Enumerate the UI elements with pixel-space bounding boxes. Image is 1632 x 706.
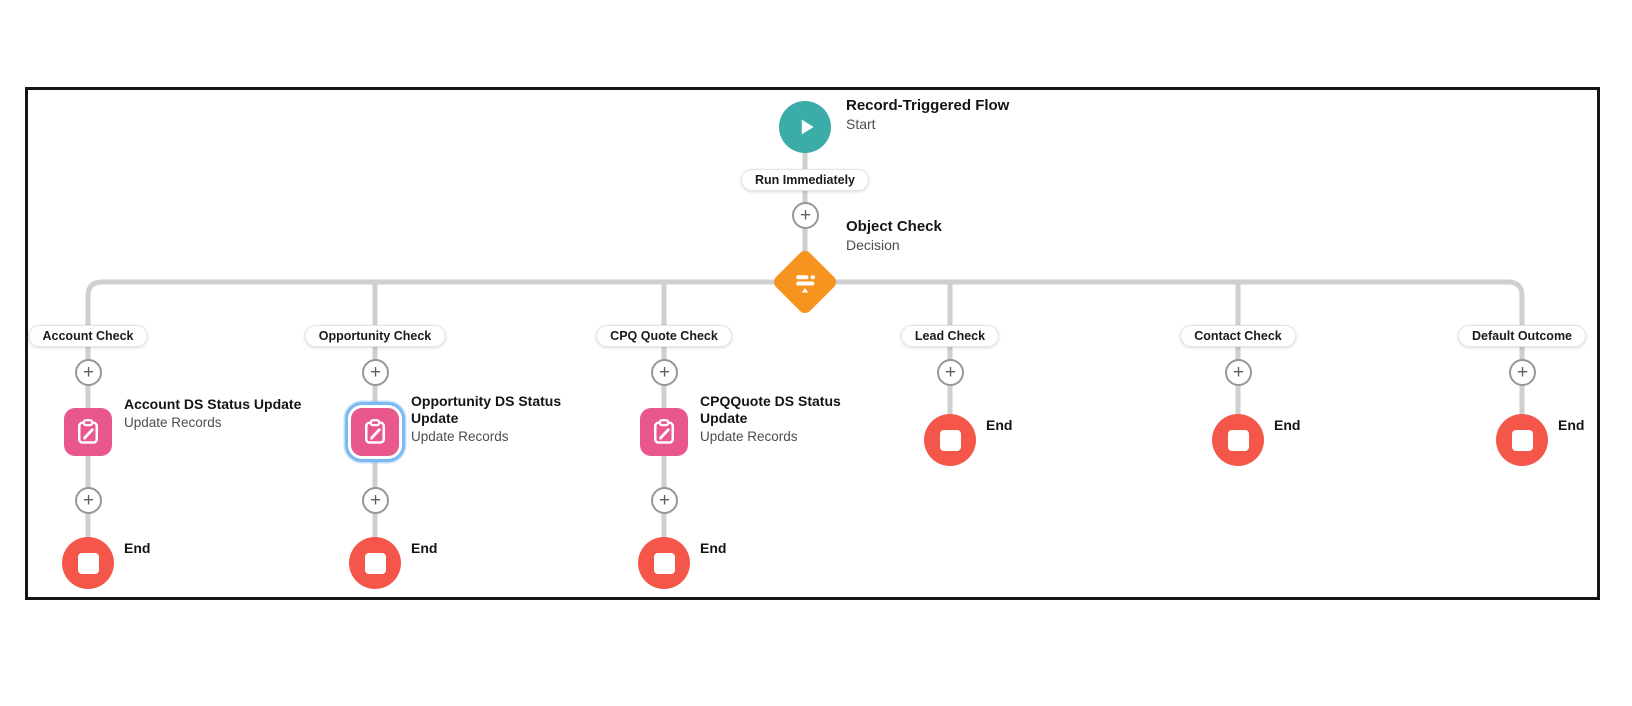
decision-node[interactable] [771, 248, 839, 316]
update-records-node-cpqquote[interactable] [640, 408, 688, 456]
add-element-button[interactable]: + [1509, 359, 1536, 386]
update-records-icon [360, 417, 390, 447]
stop-icon [653, 552, 675, 574]
decision-icon [785, 262, 825, 302]
end-label: End [986, 417, 1013, 433]
update-records-icon [649, 417, 679, 447]
trigger-pill[interactable]: Run Immediately [740, 169, 870, 191]
node-title: Opportunity DS Status Update [411, 393, 562, 426]
outcome-pill-opportunity-check: Opportunity Check [304, 325, 446, 347]
end-label: End [700, 540, 727, 556]
node-label-account: Account DS Status Update Update Records [124, 396, 301, 431]
start-label: Record-Triggered Flow Start [846, 97, 1009, 133]
add-element-button[interactable]: + [75, 359, 102, 386]
stop-icon [77, 552, 99, 574]
node-subtitle: Update Records [411, 429, 509, 444]
add-element-button[interactable]: + [651, 487, 678, 514]
add-element-button[interactable]: + [362, 359, 389, 386]
stop-icon [939, 429, 961, 451]
node-subtitle: Update Records [124, 415, 222, 430]
end-node[interactable] [638, 537, 690, 589]
outcome-pill-contact-check: Contact Check [1180, 325, 1296, 347]
play-icon [792, 114, 818, 140]
outcome-pill-lead-check: Lead Check [900, 325, 1000, 347]
decision-subtitle: Decision [846, 237, 900, 253]
end-node[interactable] [924, 414, 976, 466]
start-node[interactable] [779, 101, 831, 153]
start-subtitle: Start [846, 116, 876, 132]
end-node[interactable] [1212, 414, 1264, 466]
end-label: End [1558, 417, 1585, 433]
end-node[interactable] [349, 537, 401, 589]
node-label-opportunity: Opportunity DS Status Update Update Reco… [411, 393, 597, 445]
node-title: CPQQuote DS Status Update [700, 393, 841, 426]
node-label-cpqquote: CPQQuote DS Status Update Update Records [700, 393, 886, 445]
end-node[interactable] [1496, 414, 1548, 466]
decision-title: Object Check [846, 218, 942, 235]
node-title: Account DS Status Update [124, 396, 302, 412]
update-records-icon [73, 417, 103, 447]
add-element-button[interactable]: + [792, 202, 819, 229]
end-label: End [124, 540, 151, 556]
start-title: Record-Triggered Flow [846, 97, 1010, 114]
node-subtitle: Update Records [700, 429, 798, 444]
outcome-pill-cpq-quote-check: CPQ Quote Check [596, 325, 732, 347]
add-element-button[interactable]: + [651, 359, 678, 386]
decision-label: Object Check Decision [846, 218, 942, 254]
end-label: End [411, 540, 438, 556]
outcome-pill-default-outcome: Default Outcome [1457, 325, 1587, 347]
add-element-button[interactable]: + [362, 487, 389, 514]
add-element-button[interactable]: + [937, 359, 964, 386]
add-element-button[interactable]: + [75, 487, 102, 514]
update-records-node-opportunity-selected[interactable] [351, 408, 399, 456]
connector-lines [85, 150, 1525, 540]
end-node[interactable] [62, 537, 114, 589]
stop-icon [364, 552, 386, 574]
add-element-button[interactable]: + [1225, 359, 1252, 386]
diagram-frame: Record-Triggered Flow Start Run Immediat… [25, 87, 1600, 600]
stop-icon [1511, 429, 1533, 451]
stop-icon [1227, 429, 1249, 451]
update-records-node-account[interactable] [64, 408, 112, 456]
end-label: End [1274, 417, 1301, 433]
outcome-pill-account-check: Account Check [28, 325, 148, 347]
flow-canvas: Record-Triggered Flow Start Run Immediat… [28, 90, 1597, 597]
